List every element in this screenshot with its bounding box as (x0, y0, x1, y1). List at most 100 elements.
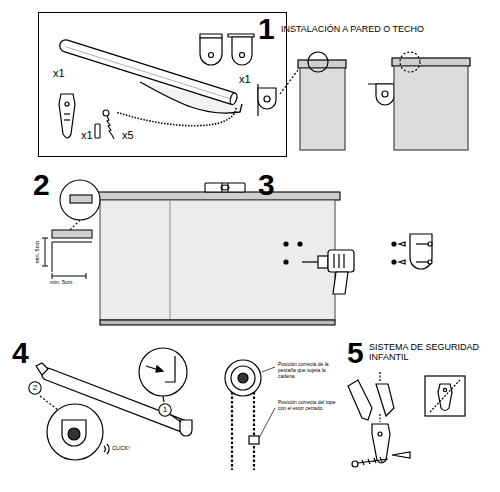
child-safety-parts-part (358, 457, 388, 465)
dimension-label: min. 5cm (50, 279, 72, 285)
plug-and-bracket-view-part (392, 260, 396, 264)
chain-mechanism-part (225, 360, 261, 396)
level-blind-view-part (221, 183, 222, 192)
drill-view-part (302, 261, 318, 262)
plug-and-bracket-view-part (392, 242, 396, 246)
child-safety-parts-part (376, 384, 394, 416)
clearance-detail-part (42, 238, 48, 239)
level-blind-view-part (205, 183, 245, 192)
tube-insertion-view-part (104, 444, 109, 454)
ceiling-mount-view-part (382, 91, 388, 97)
part-count: x1 (81, 129, 93, 141)
wall-mount-view-part (280, 70, 298, 94)
callout-circle: 1 (158, 403, 172, 417)
chain-lock-part-part (64, 119, 70, 120)
wall-mount-view-part (264, 96, 270, 102)
roller-tube-part-part (58, 38, 238, 105)
mounting-brackets-part (209, 53, 214, 58)
wall-mount-view-part (298, 60, 346, 68)
tube-insertion-view-part (171, 415, 181, 422)
roller-tube-part (58, 38, 238, 105)
step-number: 1 (258, 14, 275, 44)
tube-insertion-view-part (68, 428, 80, 440)
plug-and-bracket-view (392, 234, 432, 269)
callout-number: 2 (33, 384, 37, 393)
child-safety-parts-part (443, 388, 446, 391)
ceiling-mount-view-part (400, 52, 420, 72)
level-blind-view-part (227, 183, 228, 192)
step-title: SISTEMA DE SEGURIDAD INFANTIL (369, 342, 491, 363)
screw-and-plug-part (103, 110, 109, 116)
chain-mechanism-part (232, 392, 254, 470)
ceiling-mount-view-part (392, 58, 470, 66)
chain-mechanism-part (262, 367, 275, 372)
level-blind-view-part (100, 320, 335, 325)
level-blind-view (60, 180, 340, 325)
drill-view-part (328, 250, 354, 272)
chain-lock-part (59, 94, 75, 138)
note-text: Posición correcta de la pestaña que suje… (278, 362, 340, 379)
clearance-detail (42, 230, 92, 279)
child-safety-parts-part (392, 452, 410, 458)
callout-number: 1 (163, 406, 167, 415)
clearance-detail-part (86, 273, 87, 279)
parts-box: x1x1x1x5 (38, 12, 287, 157)
step-number: 2 (33, 170, 50, 200)
clearance-detail-part (45, 238, 46, 266)
chain-lock-part-part (64, 113, 70, 114)
child-safety-parts-part (430, 380, 460, 412)
clearance-detail-part (52, 276, 86, 277)
child-safety-parts-part (379, 372, 380, 382)
mounting-brackets-part (240, 53, 245, 58)
chain-mechanism-part (249, 436, 259, 444)
tube-insertion-view-part (139, 348, 187, 396)
level-blind-view-part (92, 192, 340, 200)
tube-insertion-view-part (163, 396, 164, 402)
level-blind-view-part (60, 180, 100, 220)
tube-insertion-view-part (180, 420, 192, 436)
tube-insertion-view-part (40, 396, 58, 410)
roller-tube-part (116, 108, 236, 126)
chain-lock-part-part (59, 94, 75, 138)
chain-mechanism-part (259, 408, 275, 438)
child-safety-parts-part (425, 376, 465, 416)
tube-insertion-view-part (165, 356, 175, 382)
drill-view-part (284, 260, 288, 264)
plug-and-bracket-view-part (399, 260, 405, 264)
step-number: 5 (347, 338, 364, 368)
clearance-detail-part (52, 230, 92, 238)
tube-insertion-view (36, 348, 192, 460)
chain-mechanism-part-part (231, 392, 233, 470)
drill-view-part (298, 242, 302, 246)
ceiling-mount-view-part (394, 66, 468, 150)
drill-view-part (284, 242, 288, 246)
ceiling-mount-view (368, 52, 470, 150)
wall-mount-view-part (258, 88, 276, 109)
chain-mechanism-part-part (253, 392, 255, 470)
step-title: INSTALACIÓN A PARED O TECHO (281, 24, 424, 34)
clearance-detail-part (52, 273, 53, 279)
chain-mechanism (225, 360, 275, 470)
dimension-label: min. 5cm (34, 241, 40, 263)
tube-insertion-view-part (62, 420, 86, 446)
child-safety-parts-part (348, 380, 372, 420)
part-count: x5 (122, 129, 134, 141)
drill-view-part (333, 254, 334, 268)
part-count: x1 (239, 73, 251, 85)
mounting-brackets-part (232, 37, 252, 65)
plug-and-bracket-view-part (399, 242, 405, 246)
wall-mount-view (258, 52, 346, 150)
tube-insertion-view-part (156, 366, 163, 372)
callout-circle-shape (159, 404, 171, 416)
level-blind-view-part (70, 195, 92, 203)
tube-insertion-view-part (146, 366, 162, 371)
step-number: 3 (258, 170, 275, 200)
child-safety-parts-part (438, 384, 452, 411)
plug-and-bracket-view-part (428, 260, 432, 264)
level-blind-view-part (100, 200, 335, 320)
plug-and-bracket-view-part (416, 243, 428, 244)
level-blind-view-part (70, 220, 80, 230)
screw-and-plug-part (107, 116, 114, 139)
child-safety-parts-part (378, 432, 382, 436)
